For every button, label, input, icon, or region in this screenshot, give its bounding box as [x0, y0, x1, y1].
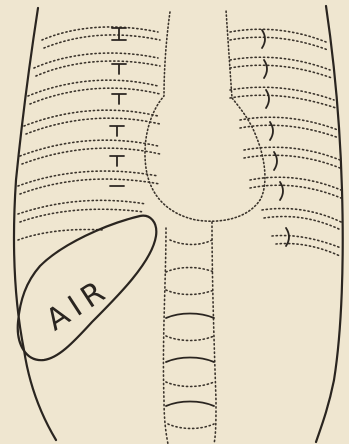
right-rib-mark-3 [266, 90, 269, 108]
right-rib-4b [240, 125, 339, 138]
right-rib-4 [240, 117, 338, 130]
right-ribs [230, 29, 341, 256]
right-rib-6b [250, 185, 341, 198]
left-rib-2b [36, 61, 160, 76]
right-rib-5 [244, 147, 340, 160]
left-rib-6 [18, 171, 158, 186]
spine-edge-right [212, 222, 216, 444]
right-rib-7b [264, 217, 341, 231]
vertebra-9 [168, 424, 214, 429]
left-ribs [18, 27, 160, 240]
right-rib-1 [230, 29, 326, 42]
right-rib-1b [230, 37, 328, 50]
left-rib-mark-1 [112, 28, 126, 40]
right-rib-mark-1 [262, 30, 265, 48]
left-rib-5b [22, 148, 160, 164]
right-rib-mark-2 [264, 60, 267, 78]
vertebra-8 [166, 402, 214, 407]
right-rib-3b [230, 95, 336, 108]
left-rib-1b [44, 35, 160, 48]
right-rib-3 [230, 87, 334, 100]
left-rib-4b [26, 118, 160, 134]
left-rib-8 [18, 229, 104, 240]
vertebra-2 [166, 268, 214, 273]
right-rib-2 [230, 57, 330, 70]
left-rib-3b [30, 88, 160, 104]
vertebra-3 [166, 290, 214, 295]
right-rib-5b [244, 155, 340, 168]
vertebra-6 [166, 358, 214, 363]
right-rib-7 [262, 209, 341, 223]
right-rib-2b [230, 65, 332, 78]
left-rib-mark-5 [110, 156, 124, 166]
body-outline-left [14, 8, 56, 440]
left-rib-1 [42, 27, 158, 40]
left-rib-3 [28, 80, 158, 96]
spine [163, 222, 216, 444]
left-rib-mark-2 [112, 64, 126, 74]
body-outline-right [316, 6, 343, 442]
vertebra-1 [170, 240, 212, 245]
vertebra-4 [166, 314, 214, 319]
left-rib-mark-3 [112, 94, 126, 104]
left-rib-mark-4 [110, 126, 124, 136]
left-rib-5 [20, 140, 158, 156]
left-rib-4 [24, 110, 158, 126]
vertebra-7 [166, 382, 214, 387]
heart-shadow [145, 10, 265, 221]
air-label: AIR [40, 272, 116, 339]
left-rib-7 [18, 200, 146, 214]
left-rib-2 [34, 53, 158, 68]
left-rib-6b [20, 179, 160, 194]
vertebra-5 [166, 336, 214, 341]
